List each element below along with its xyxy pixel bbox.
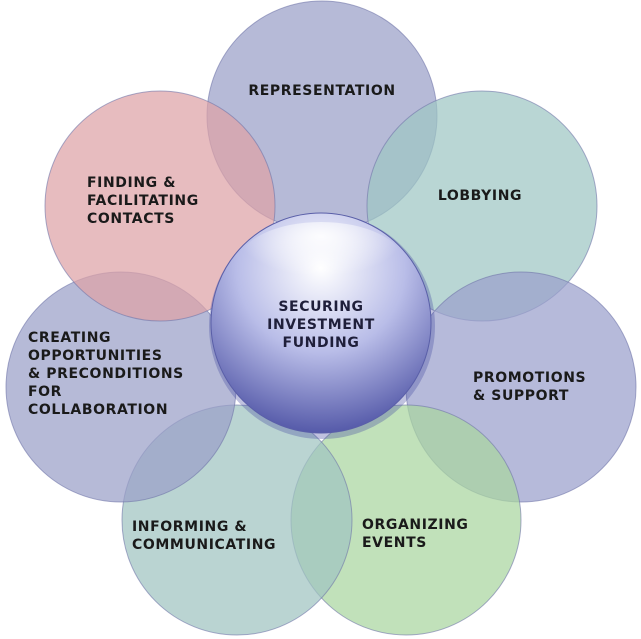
petal-label-lobbying: LOBBYING xyxy=(438,188,522,204)
petal-circles xyxy=(5,0,637,636)
petal-label-line: EVENTS xyxy=(362,535,427,551)
petal-label-line: PROMOTIONS xyxy=(473,370,586,386)
petal-label-informing-communicating: INFORMING & COMMUNICATING xyxy=(132,519,276,553)
petal-label-line: CREATING xyxy=(28,330,111,346)
petal-label-line: OPPORTUNITIES xyxy=(28,348,163,364)
petal-label-line: & SUPPORT xyxy=(473,388,569,404)
center-highlight xyxy=(239,222,403,302)
center-node: SECURING INVESTMENT FUNDING xyxy=(209,212,435,439)
petal-label-line: FACILITATING xyxy=(87,193,199,209)
petal-label-representation: REPRESENTATION xyxy=(248,83,395,99)
petal-label-line: INFORMING & xyxy=(132,519,247,535)
petal-label-organizing-events: ORGANIZING EVENTS xyxy=(362,517,469,551)
center-label-line-3: FUNDING xyxy=(283,335,360,351)
petal-circle-finding-contacts xyxy=(44,90,276,322)
petal-label-line: FINDING & xyxy=(87,175,176,191)
petal-label-promotions-support: PROMOTIONS & SUPPORT xyxy=(473,370,586,404)
petal-label-line: LOBBYING xyxy=(438,188,522,204)
petal-label-line: REPRESENTATION xyxy=(248,83,395,99)
petal-label-line: COMMUNICATING xyxy=(132,537,276,553)
petal-label-line: CONTACTS xyxy=(87,211,175,227)
petal-label-finding-contacts: FINDING & FACILITATING CONTACTS xyxy=(87,175,199,227)
center-label-line-2: INVESTMENT xyxy=(267,317,375,333)
petal-label-line: ORGANIZING xyxy=(362,517,469,533)
petal-label-line: & PRECONDITIONS xyxy=(28,366,184,382)
petal-label-line: COLLABORATION xyxy=(28,402,168,418)
center-label-line-1: SECURING xyxy=(278,299,363,315)
petal-label-line: FOR xyxy=(28,384,62,400)
petal-label-creating-opportunities: CREATING OPPORTUNITIES & PRECONDITIONS FOR C… xyxy=(28,330,184,418)
petal-labels: REPRESENTATION LOBBYING PROMOTIONS & SUPPOR… xyxy=(28,83,586,553)
